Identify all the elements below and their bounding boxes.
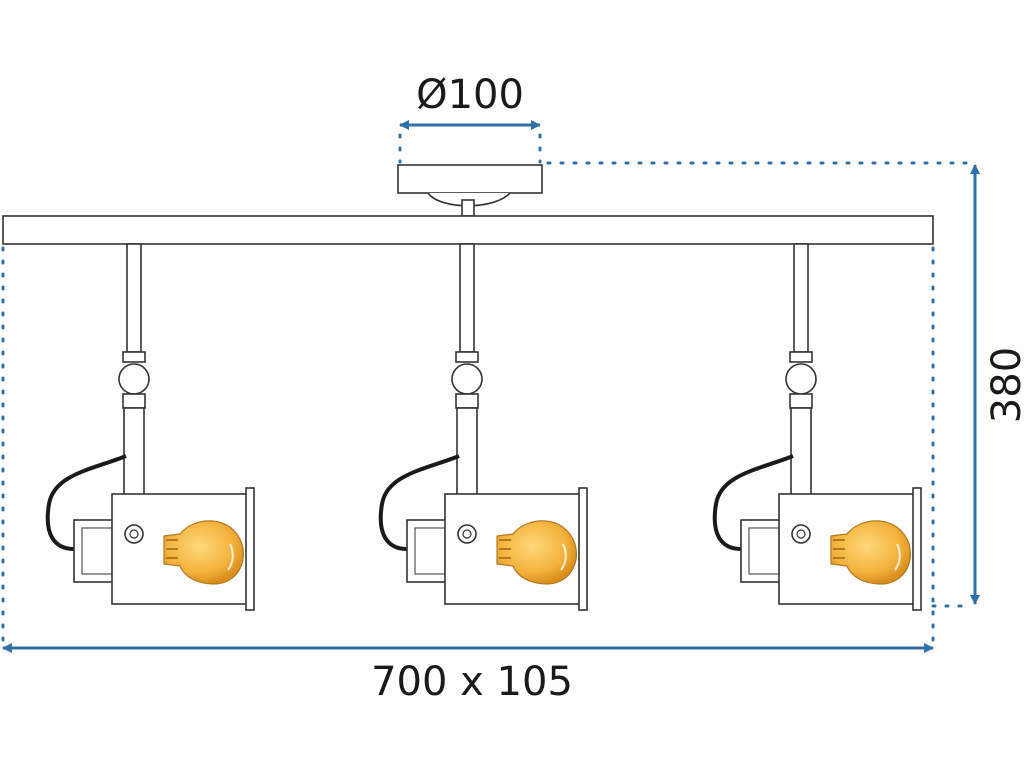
spotlight-2	[378, 242, 589, 612]
spotlights	[45, 242, 923, 612]
spotlight-3	[712, 242, 923, 612]
mounting-bar	[2, 215, 934, 245]
diameter-label: Ø100	[416, 72, 524, 118]
spotlight-1	[45, 242, 256, 612]
height-label: 380	[984, 347, 1024, 423]
ceiling-canopy	[397, 164, 543, 217]
width-label: 700 x 105	[371, 659, 573, 705]
